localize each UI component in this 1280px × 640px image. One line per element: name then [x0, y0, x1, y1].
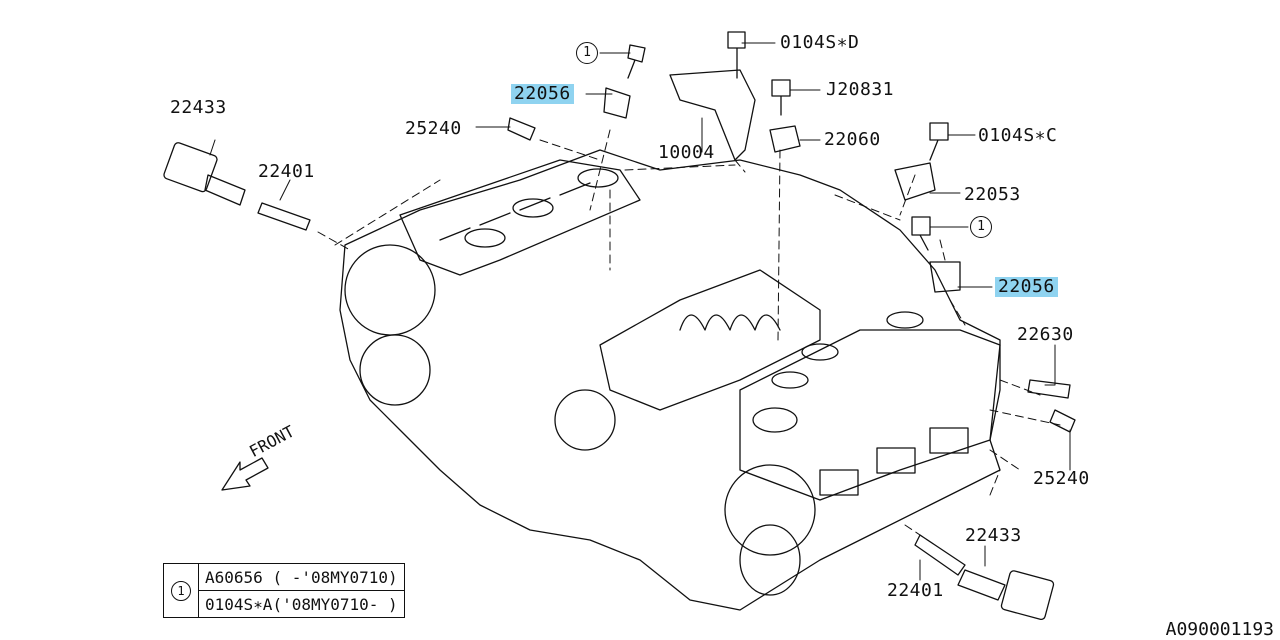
- timing-cover-upper: [344, 244, 436, 336]
- sensor-25240-right: [1049, 409, 1076, 433]
- legend-part-1: A60656: [205, 567, 263, 587]
- cam-sensor-22053: [894, 162, 936, 201]
- bolt-0104sc: [929, 122, 949, 161]
- timing-cover-lower: [359, 334, 431, 406]
- label-22433-right[interactable]: 22433: [965, 525, 1022, 546]
- label-10004[interactable]: 10004: [658, 142, 715, 163]
- intake-valley: [599, 269, 821, 411]
- front-arrow-icon: [221, 457, 269, 491]
- label-22630[interactable]: 22630: [1017, 324, 1074, 345]
- sensor-22056-right: [929, 261, 961, 293]
- ignition-coil-right: [957, 569, 1055, 621]
- legend-row-2: 0104S∗A('08MY0710- ): [198, 590, 405, 618]
- ref-circle-right: 1: [970, 216, 992, 238]
- sensor-25240-top: [507, 117, 536, 141]
- knock-sensor-22060: [769, 125, 801, 153]
- legend-table: 1 A60656 ( -'08MY0710) 0104S∗A('08MY0710…: [163, 563, 405, 618]
- label-0104sc[interactable]: 0104S∗C: [978, 125, 1058, 146]
- legend-row: 0104S∗A('08MY0710- ): [164, 590, 405, 618]
- ref-circle-top: 1: [576, 42, 598, 64]
- legend-part-2: 0104S∗A: [205, 594, 273, 614]
- spark-plug-right: [914, 534, 966, 576]
- legend-range-1: ( -'08MY0710): [272, 567, 398, 587]
- label-25240-right[interactable]: 25240: [1033, 468, 1090, 489]
- spark-plug-left: [257, 202, 311, 231]
- bolt-0104sd: [727, 31, 746, 79]
- sensor-22630: [1027, 379, 1071, 399]
- legend-row: 1 A60656 ( -'08MY0710): [163, 563, 405, 618]
- legend-ref-cell: 1: [163, 563, 199, 618]
- label-j20831[interactable]: J20831: [826, 79, 895, 100]
- bolt-ref-right: [911, 216, 931, 251]
- document-id: A090001193: [1165, 619, 1274, 640]
- label-22056-right-highlighted[interactable]: 22056: [995, 277, 1058, 297]
- left-cylinder-head: [399, 159, 641, 276]
- sensor-22056-top: [603, 87, 631, 119]
- label-0104sd[interactable]: 0104S∗D: [780, 32, 860, 53]
- label-22433-left[interactable]: 22433: [170, 97, 227, 118]
- label-22056-top-highlighted[interactable]: 22056: [511, 84, 574, 104]
- label-22401-left[interactable]: 22401: [258, 161, 315, 182]
- label-22060[interactable]: 22060: [824, 129, 881, 150]
- bolt-j20831: [771, 79, 791, 116]
- label-22053[interactable]: 22053: [964, 184, 1021, 205]
- right-cylinder-head: [739, 329, 1001, 501]
- legend-ref-circle: 1: [171, 581, 191, 601]
- bolt-ref-top: [627, 44, 646, 79]
- ignition-coil-left: [163, 142, 246, 206]
- legend-row-1: A60656 ( -'08MY0710): [198, 563, 405, 591]
- label-25240-top[interactable]: 25240: [405, 118, 462, 139]
- legend-range-2: ('08MY0710- ): [272, 594, 398, 614]
- engine-block-outline: [339, 149, 1001, 611]
- bracket-10004: [669, 69, 756, 161]
- label-22401-right[interactable]: 22401: [887, 580, 944, 601]
